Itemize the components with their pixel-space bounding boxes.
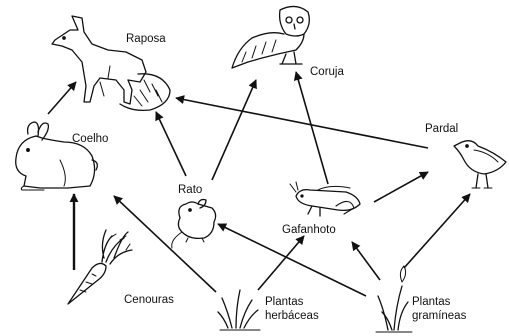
label-plantas-gramineas-line2: gramíneas [412,309,466,323]
rat-illustration [172,200,216,249]
label-plantas-herbaceas: Plantas herbáceas [265,295,319,323]
herbaceous-plants-illustration [218,290,260,330]
sparrow-illustration [454,141,506,188]
fox-illustration [52,16,170,110]
arrow-rato-to-coruja [212,80,256,180]
label-coelho: Coelho [72,132,108,146]
label-cenouras: Cenouras [124,293,174,307]
arrow-coelho-to-raposa [48,82,76,114]
label-plantas-gramineas-line1: Plantas [412,295,466,309]
arrow-gramineas-to-pardal [404,194,470,268]
arrow-pardal-to-raposa [176,98,428,148]
arrow-gafanhoto-to-pardal [374,172,428,202]
arrow-gramineas-to-gafanhoto [352,242,380,280]
arrow-herbaceas-to-cenouras [114,196,216,292]
label-coruja: Coruja [310,65,344,79]
grass-plants-illustration [376,266,412,332]
label-plantas-gramineas: Plantas gramíneas [412,295,466,323]
arrow-rato-to-raposa [156,112,186,176]
carrot-illustration [68,230,132,304]
label-rato: Rato [178,183,202,197]
grasshopper-illustration [290,182,360,216]
owl-illustration [232,6,309,68]
label-gafanhoto: Gafanhoto [282,223,336,237]
label-plantas-herbaceas-line2: herbáceas [265,309,319,323]
label-raposa: Raposa [126,32,166,46]
label-plantas-herbaceas-line1: Plantas [265,295,319,309]
label-pardal: Pardal [425,122,458,136]
